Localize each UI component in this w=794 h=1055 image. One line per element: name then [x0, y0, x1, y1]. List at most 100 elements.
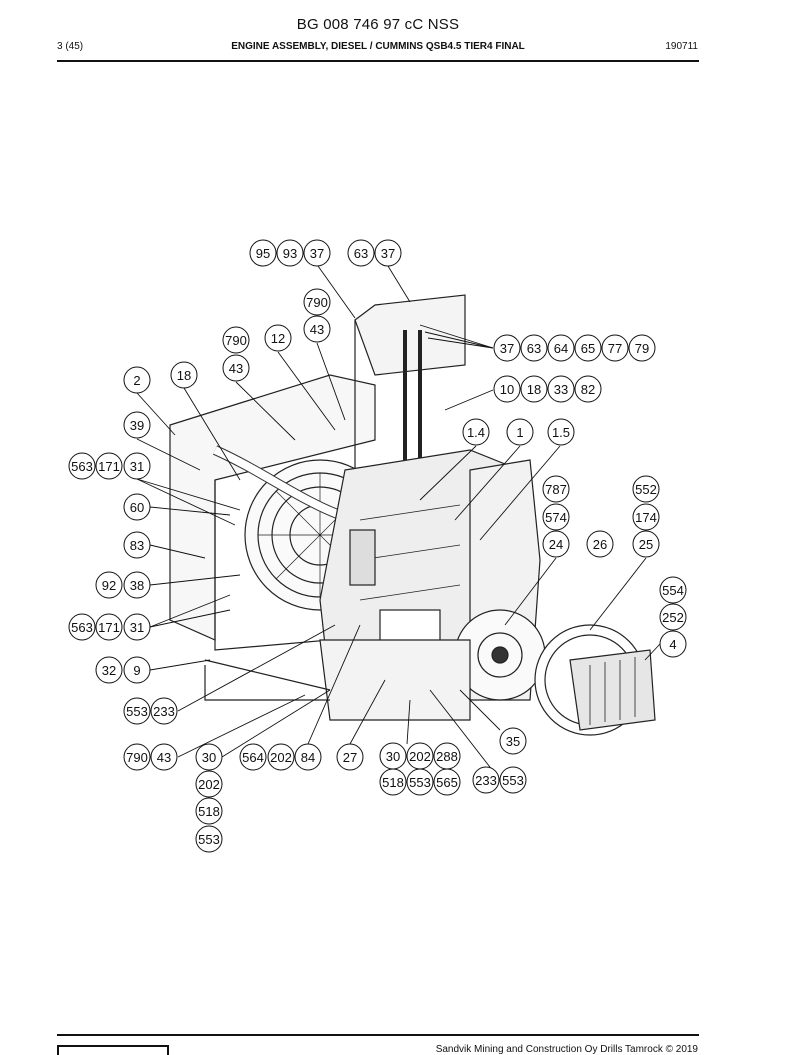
callout-label: 93 [283, 246, 297, 261]
callout-circle [493, 334, 521, 362]
callout-circle [632, 475, 660, 503]
callout-171: 171 [95, 452, 123, 480]
callout-circle [294, 743, 322, 771]
callout-circle [195, 797, 223, 825]
company-logo [57, 1045, 169, 1055]
callout-43: 43 [150, 743, 178, 771]
callout-label: 563 [71, 620, 93, 635]
callout-circle [574, 334, 602, 362]
callout-202: 202 [406, 742, 434, 770]
callout-label: 79 [635, 341, 649, 356]
callout-202: 202 [195, 770, 223, 798]
callout-label: 4 [669, 637, 676, 652]
callout-83: 83 [123, 531, 151, 559]
callout-10: 10 [493, 375, 521, 403]
callout-circle [379, 768, 407, 796]
callout-circle [406, 768, 434, 796]
callout-circle [68, 613, 96, 641]
callout-label: 37 [310, 246, 324, 261]
callout-553: 553 [123, 697, 151, 725]
callout-circle [462, 418, 490, 446]
callout-circle [374, 239, 402, 267]
callout-563: 563 [68, 613, 96, 641]
callout-label: 37 [381, 246, 395, 261]
callout-label: 27 [343, 750, 357, 765]
callout-circle [520, 334, 548, 362]
callout-27: 27 [336, 743, 364, 771]
engine-illustration [169, 294, 656, 736]
callout-1-5: 1.5 [547, 418, 575, 446]
callout-circle [123, 531, 151, 559]
callout-63: 63 [520, 334, 548, 362]
callout-circle [303, 239, 331, 267]
callout-1: 1 [506, 418, 534, 446]
callout-circle [195, 770, 223, 798]
callout-4: 4 [659, 630, 687, 658]
callout-circle [601, 334, 629, 362]
callout-label: 202 [409, 749, 431, 764]
callout-18: 18 [170, 361, 198, 389]
callout-787: 787 [542, 475, 570, 503]
callout-84: 84 [294, 743, 322, 771]
callout-circle [542, 503, 570, 531]
callout-518: 518 [195, 797, 223, 825]
callout-circle [150, 697, 178, 725]
callout-518: 518 [379, 768, 407, 796]
callout-37: 37 [374, 239, 402, 267]
callout-30: 30 [379, 742, 407, 770]
callout-288: 288 [433, 742, 461, 770]
callout-circle [95, 656, 123, 684]
callout-label: 252 [662, 610, 684, 625]
callout-circle [542, 475, 570, 503]
callout-label: 233 [153, 704, 175, 719]
callout-circle [123, 571, 151, 599]
callout-circle [222, 354, 250, 382]
callout-label: 9 [133, 663, 140, 678]
callout-label: 518 [382, 775, 404, 790]
callout-95: 95 [249, 239, 277, 267]
callout-label: 1.4 [467, 425, 485, 440]
callout-circle [95, 452, 123, 480]
footer-divider [57, 1034, 699, 1036]
callout-554: 554 [659, 576, 687, 604]
callout-circle [632, 530, 660, 558]
callout-37: 37 [303, 239, 331, 267]
callout-label: 12 [271, 331, 285, 346]
callout-label: 202 [270, 750, 292, 765]
callout-circle [547, 375, 575, 403]
callout-553: 553 [499, 766, 527, 794]
callout-circle [123, 743, 151, 771]
callout-565: 565 [433, 768, 461, 796]
page-number: 3 (45) [57, 41, 84, 52]
callout-60: 60 [123, 493, 151, 521]
callout-circle [547, 334, 575, 362]
callout-circle [433, 768, 461, 796]
callout-563: 563 [68, 452, 96, 480]
callout-30: 30 [195, 743, 223, 771]
callout-circle [195, 825, 223, 853]
callout-38: 38 [123, 571, 151, 599]
callout-circle [303, 288, 331, 316]
callout-252: 252 [659, 603, 687, 631]
callout-label: 37 [500, 341, 514, 356]
callout-552: 552 [632, 475, 660, 503]
callout-label: 18 [527, 382, 541, 397]
callout-circle [123, 493, 151, 521]
callout-circle [347, 239, 375, 267]
callout-circle [506, 418, 534, 446]
callout-label: 790 [126, 750, 148, 765]
callout-564: 564 [239, 743, 267, 771]
callout-circle [249, 239, 277, 267]
callout-label: 171 [98, 459, 120, 474]
callout-circle [276, 239, 304, 267]
callout-label: 553 [126, 704, 148, 719]
callout-circle [123, 697, 151, 725]
callout-553: 553 [195, 825, 223, 853]
callout-circle [303, 315, 331, 343]
callout-label: 171 [98, 620, 120, 635]
callout-label: 174 [635, 510, 657, 525]
callout-circle [574, 375, 602, 403]
callout-label: 1.5 [552, 425, 570, 440]
callout-553: 553 [406, 768, 434, 796]
